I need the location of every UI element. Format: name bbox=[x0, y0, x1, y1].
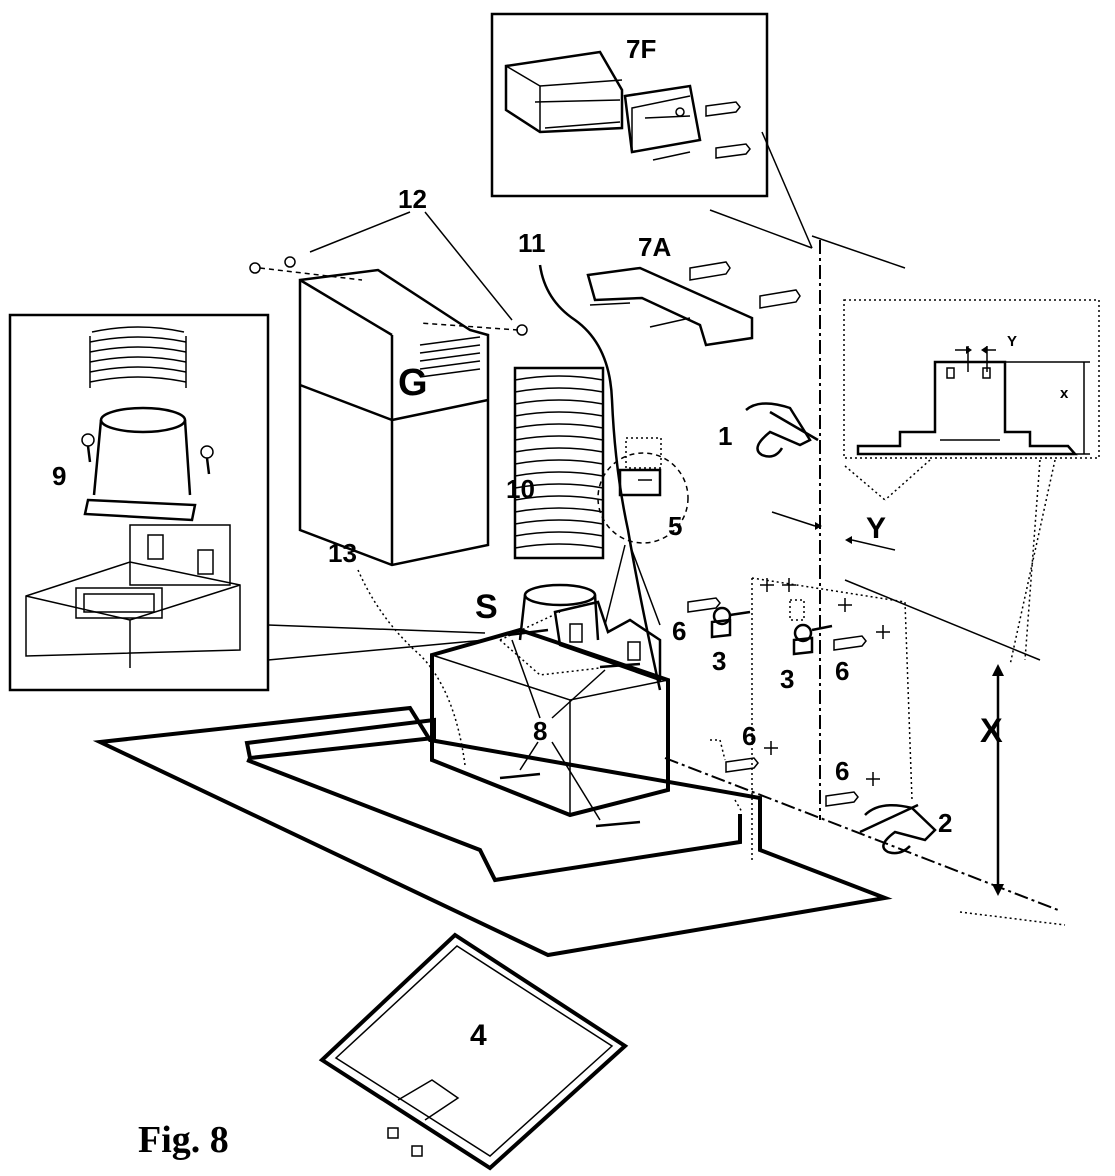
hand-marker-1: 1 bbox=[718, 402, 819, 458]
callout-y: Y bbox=[866, 512, 886, 545]
chimney-cover: G bbox=[298, 268, 490, 567]
callout-9: 9 bbox=[52, 461, 66, 491]
inset-7f: 7F bbox=[490, 12, 769, 198]
callout-7a: 7A bbox=[638, 232, 671, 262]
callout-8: 8 bbox=[533, 716, 547, 746]
callout-2: 2 bbox=[938, 808, 952, 838]
callout-6-d: 6 bbox=[835, 756, 849, 786]
callout-11: 11 bbox=[518, 228, 546, 258]
callout-3-b: 3 bbox=[780, 664, 794, 694]
callout-4: 4 bbox=[470, 1019, 487, 1052]
inset-template-detail: Y x bbox=[843, 299, 1100, 459]
callout-5: 5 bbox=[668, 511, 682, 541]
callout-g: G bbox=[398, 362, 428, 404]
callout-6-b: 6 bbox=[835, 656, 849, 686]
callout-s: S bbox=[475, 588, 498, 626]
wall-plugs-6: 6 6 6 6 bbox=[672, 597, 867, 807]
callout-3-a: 3 bbox=[712, 646, 726, 676]
callout-13: 13 bbox=[328, 538, 357, 568]
marker-5: 5 bbox=[597, 437, 689, 544]
callout-7f: 7F bbox=[626, 34, 656, 64]
drill-crosses bbox=[760, 578, 890, 786]
detail-x-label: x bbox=[1060, 385, 1069, 402]
callout-12: 12 bbox=[398, 184, 427, 214]
callout-6-a: 6 bbox=[672, 616, 686, 646]
screws-12: 12 bbox=[249, 184, 528, 336]
bracket-7a: 7A bbox=[586, 232, 801, 347]
detail-y-label: Y bbox=[1007, 333, 1017, 350]
hood-body: S 8 bbox=[92, 583, 893, 958]
grease-filter-4: 4 bbox=[318, 932, 629, 1171]
callout-x: X bbox=[980, 712, 1003, 750]
flex-duct: 10 bbox=[506, 366, 605, 560]
callout-6-c: 6 bbox=[742, 721, 756, 751]
hand-marker-2: 2 bbox=[859, 803, 952, 855]
callout-1: 1 bbox=[718, 421, 732, 451]
hooks-3: 3 3 bbox=[710, 606, 833, 694]
inset-9-adapter: 9 bbox=[8, 313, 270, 692]
vent-grille bbox=[419, 336, 481, 378]
figure-caption: Fig. 8 bbox=[138, 1119, 229, 1161]
callout-10: 10 bbox=[506, 474, 535, 504]
